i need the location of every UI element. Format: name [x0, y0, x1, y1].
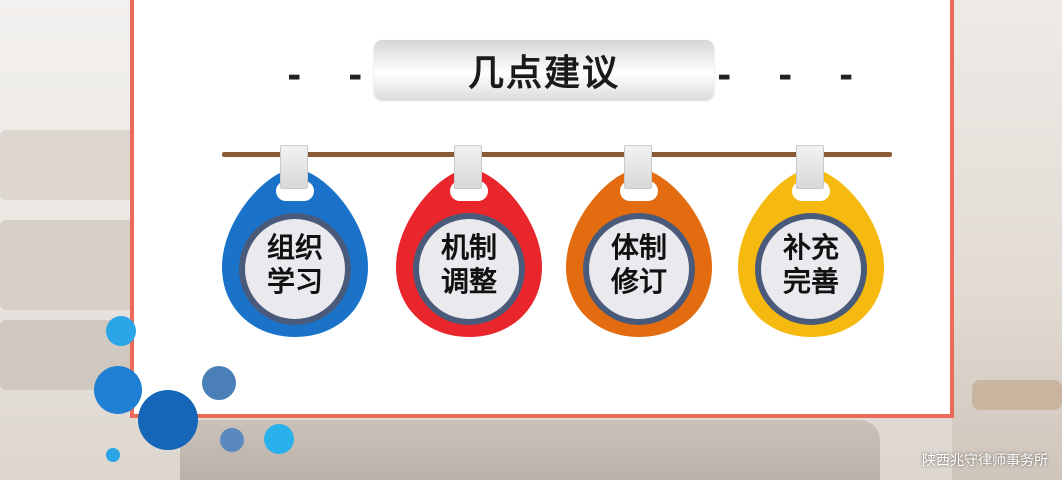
decorative-dot [94, 366, 142, 414]
clip [280, 145, 308, 189]
tag-shape [738, 169, 884, 337]
clip [624, 145, 652, 189]
tag-shape [396, 169, 542, 337]
page-title: 几点建议 [467, 53, 620, 94]
background-right-panel [952, 0, 1062, 480]
slide-frame: - - - 几点建议 - - - 组织 学习 机制 调整 [130, 0, 954, 418]
title-dashes-right: - - - [714, 56, 867, 96]
tag-system-revise: 体制 修订 [566, 145, 716, 345]
decorative-dot [220, 428, 244, 452]
background-object [972, 380, 1062, 410]
title-box: 几点建议 [374, 40, 714, 100]
decorative-dot [202, 366, 236, 400]
tag-shape [566, 169, 712, 337]
tag-label: 体制 修订 [610, 231, 667, 298]
background-shelf [180, 420, 880, 480]
watermark-text: 陕西兆守律师事务所 [922, 453, 1048, 469]
tag-shape [222, 169, 368, 337]
tag-supplement-improve: 补充 完善 [738, 145, 888, 345]
tag-organize-study: 组织 学习 [222, 145, 372, 345]
decorative-dot [106, 448, 120, 462]
decorative-dot [264, 424, 294, 454]
decorative-dot [138, 390, 198, 450]
tag-mechanism-adjust: 机制 调整 [396, 145, 546, 345]
clip [796, 145, 824, 189]
tag-label: 机制 调整 [440, 231, 497, 298]
clip [454, 145, 482, 189]
tag-label: 组织 学习 [266, 231, 323, 298]
hanging-rod [222, 152, 892, 157]
tag-label: 补充 完善 [782, 231, 839, 298]
decorative-dot [106, 316, 136, 346]
